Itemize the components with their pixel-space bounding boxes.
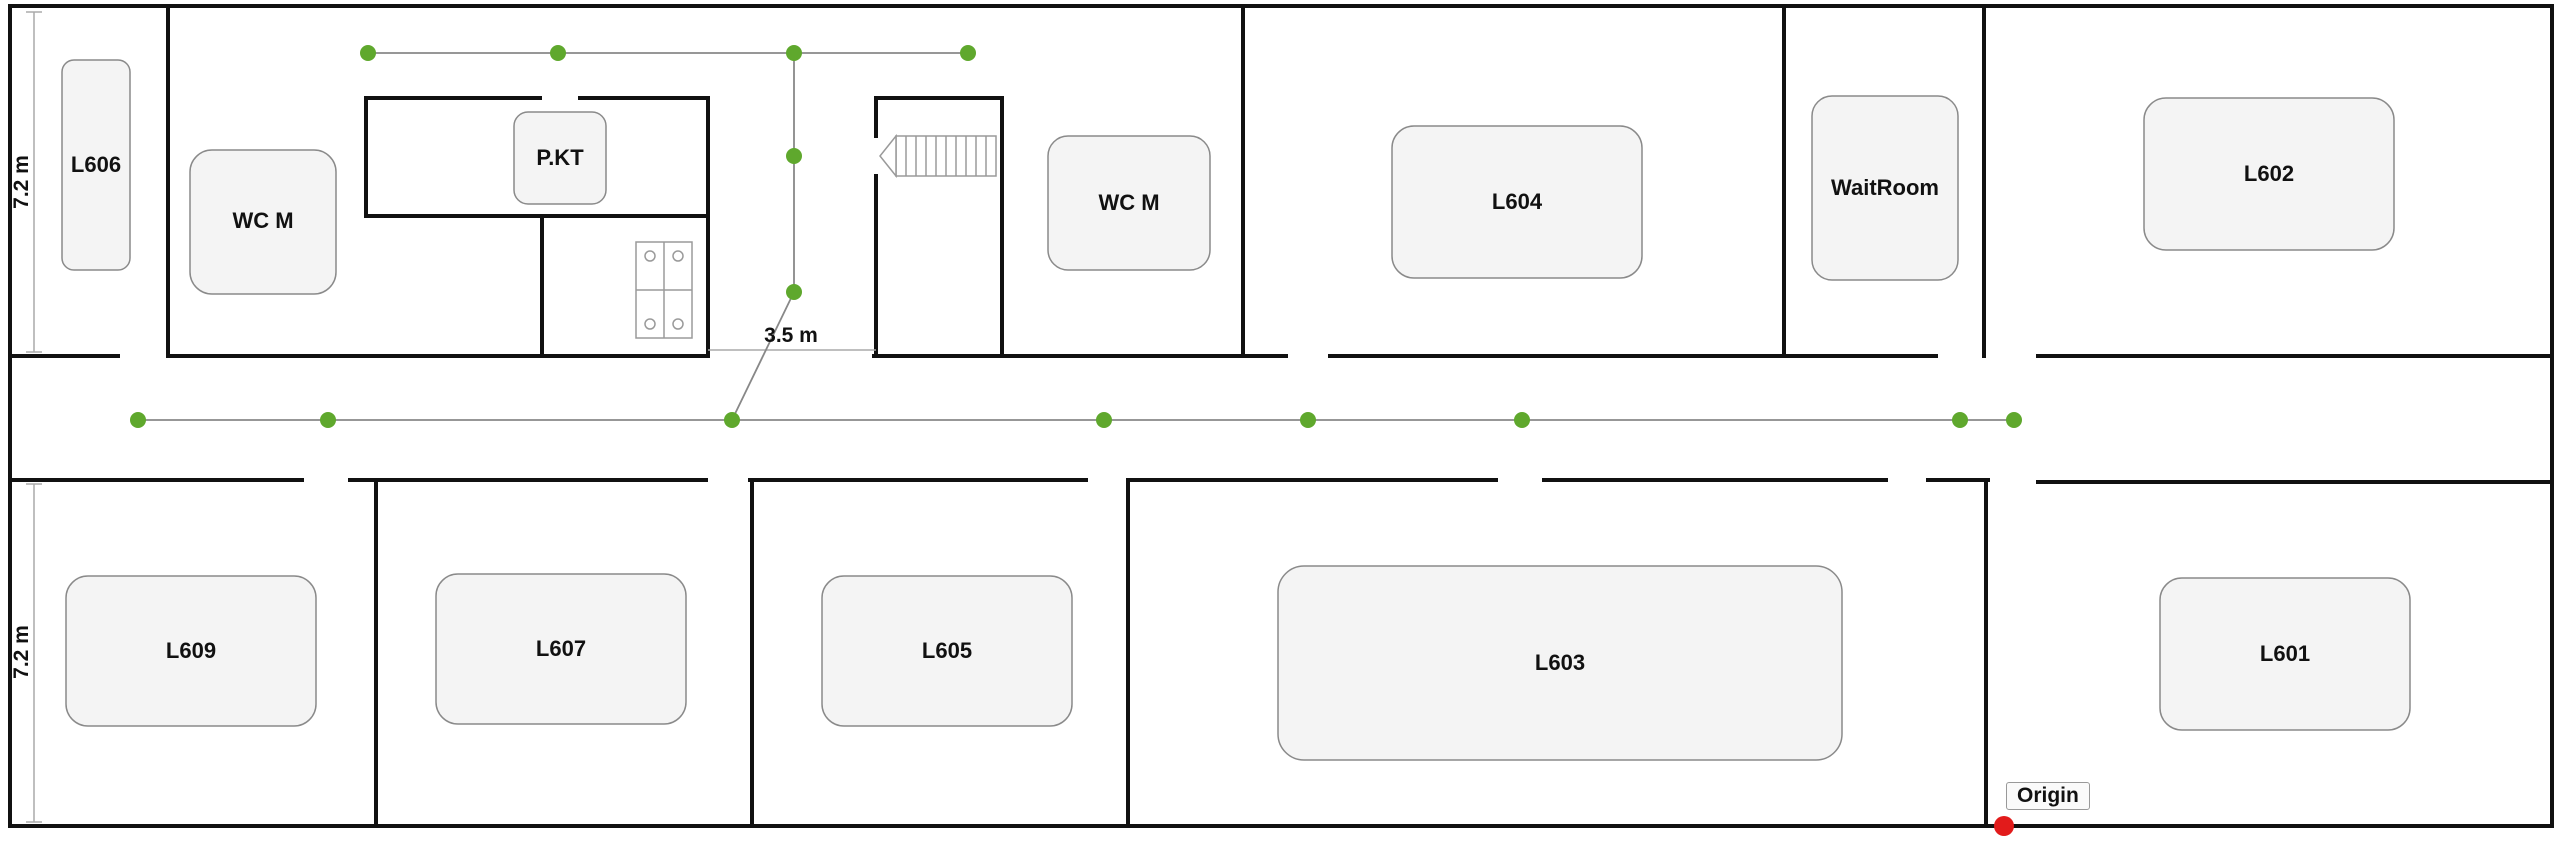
room-label-l607: L607: [535, 636, 587, 661]
origin-marker: [1994, 816, 2014, 836]
room-label-l603: L603: [1534, 650, 1586, 675]
room-box-l604: [1391, 125, 1643, 279]
room-box-l607: [435, 573, 687, 725]
path-node: [320, 412, 336, 428]
walls: [8, 4, 2554, 828]
room-label-wc-m-left: WC M: [232, 208, 294, 233]
room-boxes: [61, 59, 2411, 761]
room-label-wc-m-right: WC M: [1098, 190, 1160, 215]
room-label-l602: L602: [2243, 161, 2295, 186]
dimension-label-corridor: 3.5 m: [764, 324, 818, 347]
path-node: [550, 45, 566, 61]
path-node: [1096, 412, 1112, 428]
room-label-pkt: P.KT: [536, 145, 584, 170]
path-node: [960, 45, 976, 61]
path-node: [360, 45, 376, 61]
origin-label: Origin: [2006, 782, 2090, 810]
outer-wall: [8, 4, 2554, 828]
path-node: [1514, 412, 1530, 428]
room-box-waitroom: [1811, 95, 1959, 281]
path-node: [1952, 412, 1968, 428]
room-box-l606: [61, 59, 131, 271]
dimension-lines: [26, 11, 876, 823]
dimension-label-bottom: 7.2 m: [10, 625, 33, 679]
room-label-waitroom: WaitRoom: [1831, 175, 1939, 200]
stove-icon: [635, 241, 693, 339]
room-box-l601: [2159, 577, 2411, 731]
room-label-l609: L609: [165, 638, 217, 663]
dimension-label-top: 7.2 m: [10, 155, 33, 209]
room-box-wc-m-left: [189, 149, 337, 295]
path-node: [724, 412, 740, 428]
path-node: [1300, 412, 1316, 428]
path-edge: [731, 291, 795, 421]
path-node: [130, 412, 146, 428]
path-node: [786, 45, 802, 61]
room-label-l604: L604: [1491, 189, 1543, 214]
path-node: [2006, 412, 2022, 428]
room-label-l605: L605: [921, 638, 973, 663]
room-label-l601: L601: [2259, 641, 2311, 666]
room-box-wc-m-right: [1047, 135, 1211, 271]
room-box-l605: [821, 575, 1073, 727]
path-node: [786, 148, 802, 164]
staircase-icon: [879, 133, 997, 179]
path-node: [786, 284, 802, 300]
room-box-l602: [2143, 97, 2395, 251]
navigation-nodes: [130, 45, 2022, 428]
room-label-l606: L606: [70, 152, 122, 177]
room-box-pkt: [513, 111, 607, 205]
navigation-paths: [138, 52, 2014, 421]
room-box-l609: [65, 575, 317, 727]
room-box-l603: [1277, 565, 1843, 761]
